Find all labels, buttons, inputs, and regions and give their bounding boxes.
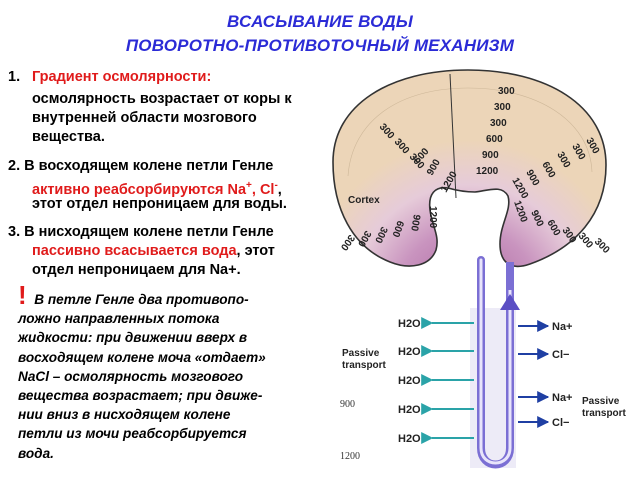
- point-2-line-3: этот отдел непроницаем для воды.: [32, 196, 287, 212]
- note-line-0: ! В петле Генле два противопо-: [18, 282, 318, 309]
- upward-arrow-head: [500, 294, 520, 310]
- note-line-8: вода.: [18, 445, 54, 461]
- point-2-start: В восходящем колене петли Генле: [24, 158, 274, 174]
- point-1-number: 1.: [8, 69, 21, 85]
- osm-in-left-1: 1200: [427, 206, 438, 229]
- note-line-3: восходящем колене моча «отдает»: [18, 349, 266, 365]
- kidney-shape: [332, 69, 607, 268]
- point-1-line-3: внутренней области мозгового: [32, 110, 257, 126]
- title-line-2: ПОВОРОТНО-ПРОТИВОТОЧНЫЙ МЕХАНИЗМ: [125, 36, 515, 55]
- point-2-sup-1: +: [246, 180, 252, 191]
- osm-top-5: 900: [482, 150, 499, 161]
- point-2-sup-2: -: [274, 180, 278, 191]
- point-3-red-text: пассивно всасывается вода: [32, 243, 237, 259]
- note-line-0-text: В петле Генле два противопо-: [34, 292, 249, 307]
- osm-in-right-6: 300: [592, 236, 612, 256]
- osm-in-left-2: 900: [408, 213, 422, 232]
- note-line-2: жидкости: при движении вверх в: [18, 330, 248, 346]
- osm-top-1: 300: [498, 86, 515, 97]
- osm-in-left-6: 300: [338, 232, 357, 252]
- point-1-line-4: вещества.: [32, 129, 105, 145]
- osm-top-6: 1200: [476, 166, 499, 177]
- water-label-2: H2O: [398, 346, 421, 358]
- point-3-number: 3.: [8, 224, 21, 240]
- note-block: ! В петле Генле два противопо- ложно нап…: [18, 282, 318, 463]
- point-1-line-2: осмолярность возрастает от коры к: [32, 91, 292, 107]
- osm-top-4: 600: [486, 134, 503, 145]
- point-1-heading: Градиент осмолярности:: [32, 69, 212, 85]
- note-line-6: нии вниз в нисходящем колене: [18, 407, 231, 423]
- ascending-limb-thick: [506, 262, 514, 290]
- osm-top-2: 300: [494, 102, 511, 113]
- cortex-label: Cortex: [348, 195, 380, 206]
- point-2-number: 2.: [8, 158, 21, 174]
- descending-limb-lumen: [479, 258, 512, 465]
- point-2-line-1: 2. В восходящем колене петли Генле: [8, 157, 273, 176]
- water-label-5: H2O: [398, 433, 421, 445]
- note-line-1: ложно направленных потока: [18, 311, 220, 327]
- point-2-line-2: активно реабсорбируются Na+, Cl-,: [32, 176, 282, 200]
- divider-line: [449, 73, 457, 199]
- note-line-7: петли из мочи реабсорбируется: [18, 426, 247, 442]
- cl-label-1: Cl−: [552, 349, 569, 361]
- na-label-2: Na+: [552, 392, 573, 404]
- note-line-4: NaCl – осмолярность мозгового: [18, 368, 243, 384]
- point-2-red-text: активно реабсорбируются Na: [32, 181, 247, 198]
- point-3-line-3: отдел непроницаем для Na+.: [32, 262, 241, 278]
- note-line-5: вещества возрастает; при движе-: [18, 388, 263, 404]
- point-2-end: ,: [277, 181, 282, 198]
- na-label-1: Na+: [552, 321, 573, 333]
- title-line-1: ВСАСЫВАНИЕ ВОДЫ: [226, 12, 413, 31]
- water-label-4: H2O: [398, 404, 421, 416]
- exclamation-mark: !: [18, 280, 27, 310]
- point-3-end: , этот: [236, 243, 275, 259]
- point-2-mid: , Cl: [251, 181, 275, 198]
- point-3-line-1: 3. В нисходящем колене петли Генле: [8, 223, 274, 242]
- value-900: 900: [340, 399, 355, 410]
- point-3-line-2: пассивно всасывается вода, этот: [32, 242, 275, 261]
- point-3-start: В нисходящем колене петли Генле: [24, 224, 274, 240]
- cl-label-2: Cl−: [552, 417, 569, 429]
- water-label-3: H2O: [398, 375, 421, 387]
- osm-top-3: 300: [490, 118, 507, 129]
- value-1200: 1200: [340, 451, 360, 462]
- water-label-1: H2O: [398, 318, 421, 330]
